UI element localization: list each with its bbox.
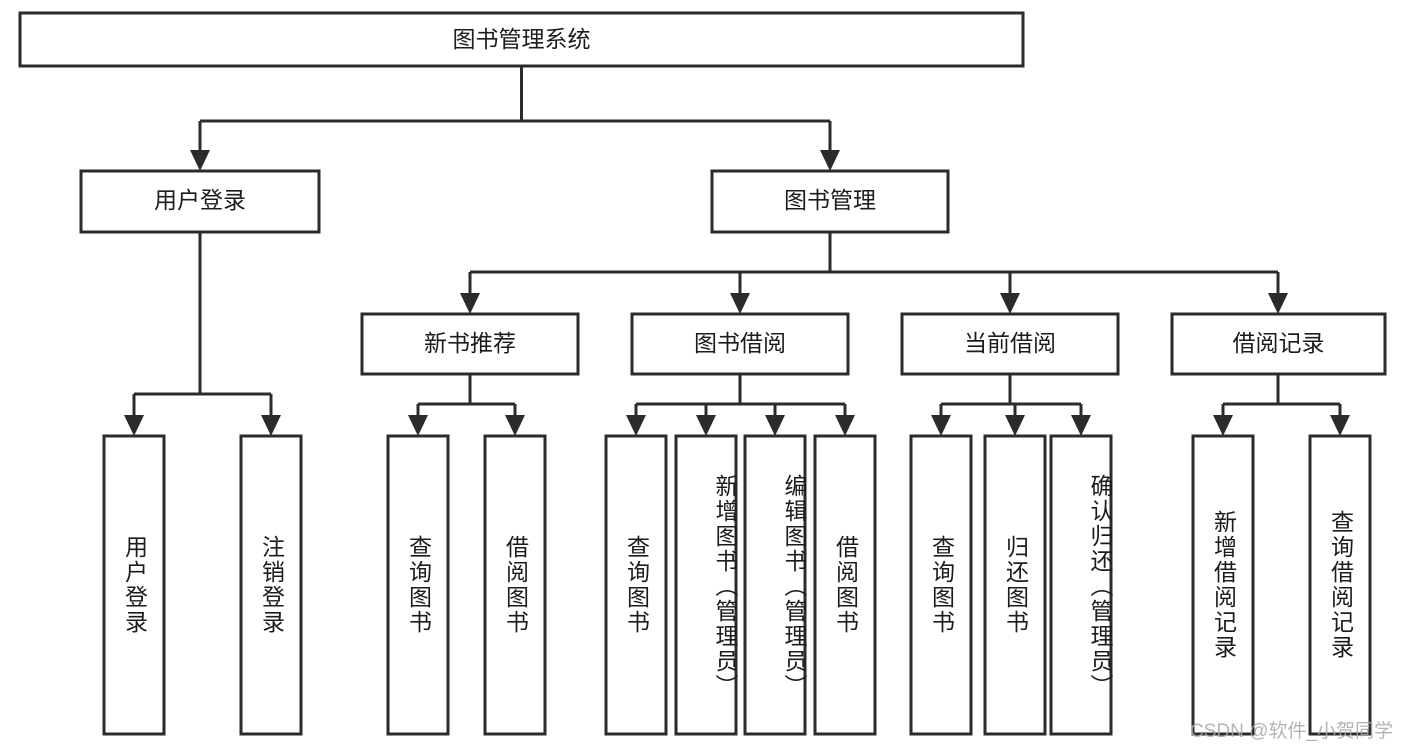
arrowhead-new-book-rec bbox=[460, 293, 480, 314]
node-book-manage-box[interactable] bbox=[710, 169, 950, 234]
leaf-box-user-logout[interactable] bbox=[239, 434, 303, 736]
node-borrow-record-box[interactable] bbox=[1170, 312, 1387, 376]
arrowhead-leaf-user-logout bbox=[261, 415, 281, 436]
node-root-label: 图书管理系统 bbox=[453, 26, 591, 52]
leaf-box-query-book-1[interactable] bbox=[386, 434, 450, 736]
node-user-login-box[interactable] bbox=[79, 169, 321, 234]
arrowhead-leaf-user-login bbox=[124, 415, 144, 436]
node-book-manage-label: 图书管理 bbox=[784, 187, 876, 213]
edges-bookmanage-to-level3 bbox=[460, 232, 1288, 314]
arrowhead-book-borrow bbox=[730, 293, 750, 314]
arrowhead-current-borrow bbox=[1000, 293, 1020, 314]
node-book-borrow-label: 图书借阅 bbox=[694, 330, 786, 356]
arrowhead-leaf-confirm-return bbox=[1071, 415, 1091, 436]
leaf-box-confirm-return-admin[interactable] bbox=[1049, 434, 1113, 736]
leaf-box-query-borrow-record[interactable] bbox=[1308, 434, 1372, 736]
edges-root-to-level2 bbox=[190, 66, 840, 171]
leaf-box-edit-book-admin[interactable] bbox=[743, 434, 807, 736]
arrowhead-leaf-borrow-book-2 bbox=[835, 415, 855, 436]
node-user-login[interactable]: 用户登录 bbox=[79, 169, 321, 234]
arrowhead-user-login bbox=[190, 150, 210, 171]
arrowhead-leaf-query-book-1 bbox=[408, 415, 428, 436]
node-borrow-record-label: 借阅记录 bbox=[1233, 330, 1325, 356]
leaf-box-add-book-admin[interactable] bbox=[674, 434, 738, 736]
node-book-manage[interactable]: 图书管理 bbox=[710, 169, 950, 234]
arrowhead-leaf-return-book bbox=[1005, 415, 1025, 436]
edges-newbookrec-to-leaves bbox=[408, 374, 525, 436]
node-root[interactable]: 图书管理系统 bbox=[18, 11, 1025, 68]
leaf-box-return-book[interactable] bbox=[983, 434, 1047, 736]
node-new-book-rec-label: 新书推荐 bbox=[424, 330, 516, 356]
edges-userlogin-to-leaves bbox=[124, 232, 281, 436]
node-book-borrow-box[interactable] bbox=[630, 312, 850, 376]
arrowhead-leaf-add-borrow-record bbox=[1213, 415, 1233, 436]
node-root-box[interactable] bbox=[18, 11, 1025, 68]
csdn-watermark: CSDN @软件_小贺同学 bbox=[1190, 721, 1393, 742]
node-user-login-label: 用户登录 bbox=[154, 187, 246, 213]
leaf-box-borrow-book-1[interactable] bbox=[483, 434, 547, 736]
edges-currentborrow-to-leaves bbox=[931, 374, 1091, 436]
arrowhead-borrow-record bbox=[1268, 293, 1288, 314]
node-book-borrow[interactable]: 图书借阅 bbox=[630, 312, 850, 376]
node-new-book-rec-box[interactable] bbox=[360, 312, 580, 376]
arrowhead-leaf-query-book-3 bbox=[931, 415, 951, 436]
leaf-box-borrow-book-2[interactable] bbox=[813, 434, 877, 736]
node-current-borrow-box[interactable] bbox=[900, 312, 1120, 376]
node-new-book-rec[interactable]: 新书推荐 bbox=[360, 312, 580, 376]
node-current-borrow[interactable]: 当前借阅 bbox=[900, 312, 1120, 376]
leaf-box-user-login[interactable] bbox=[102, 434, 166, 736]
edges-bookborrow-to-leaves bbox=[626, 374, 855, 436]
leaf-box-query-book-3[interactable] bbox=[909, 434, 973, 736]
arrowhead-leaf-add-book bbox=[696, 415, 716, 436]
leaf-box-query-book-2[interactable] bbox=[604, 434, 668, 736]
arrowhead-leaf-edit-book bbox=[765, 415, 785, 436]
leaf-box-add-borrow-record[interactable] bbox=[1191, 434, 1255, 736]
arrowhead-book-manage bbox=[820, 150, 840, 171]
node-current-borrow-label: 当前借阅 bbox=[964, 330, 1056, 356]
edges-borrowrecord-to-leaves bbox=[1213, 374, 1350, 436]
arrowhead-leaf-borrow-book-1 bbox=[505, 415, 525, 436]
node-borrow-record[interactable]: 借阅记录 bbox=[1170, 312, 1387, 376]
arrowhead-leaf-query-book-2 bbox=[626, 415, 646, 436]
arrowhead-leaf-query-borrow-record bbox=[1330, 415, 1350, 436]
leaf-boxes bbox=[102, 434, 1372, 736]
